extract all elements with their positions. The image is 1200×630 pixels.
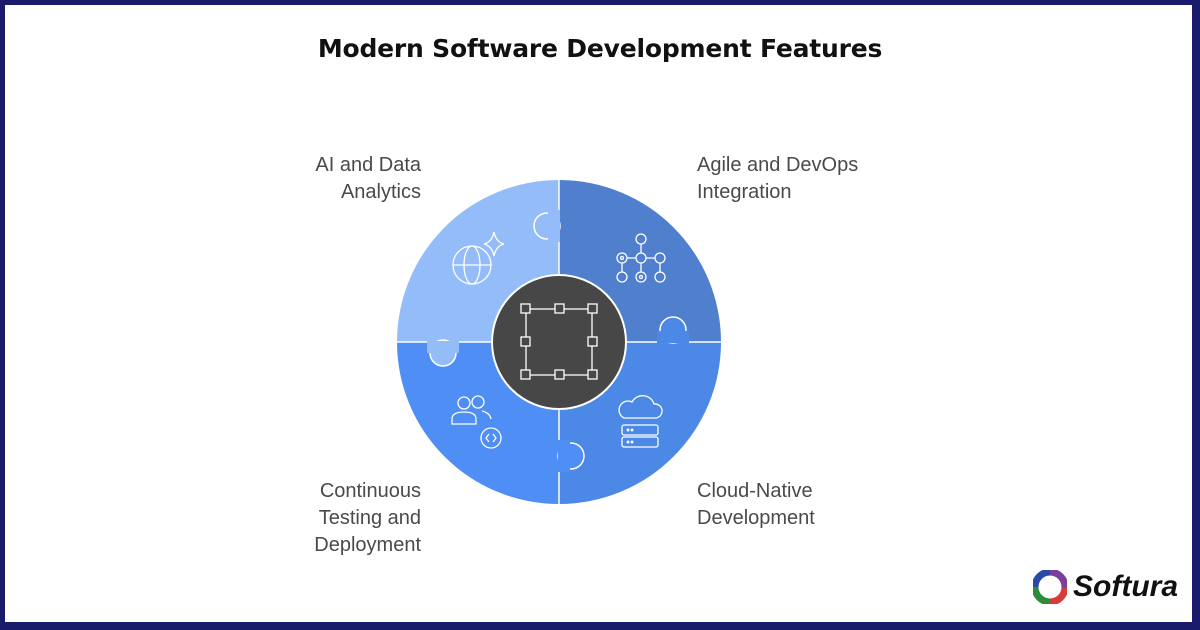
brand-logo: Softura — [1033, 570, 1178, 604]
label-cloud-native: Cloud-Native Development — [697, 480, 815, 529]
frame-selection-icon — [520, 303, 598, 380]
globe-sparkle-icon — [452, 231, 505, 285]
cloud-server-icon — [618, 395, 663, 448]
network-nodes-icon — [616, 233, 666, 283]
softura-swirl-icon — [1033, 570, 1067, 604]
brand-name: Softura — [1073, 570, 1178, 603]
label-agile-devops: Agile and DevOps Integration — [697, 154, 859, 203]
team-code-icon — [451, 395, 502, 449]
label-continuous-testing: Continuous Testing and Deployment — [314, 480, 421, 556]
label-ai-data: AI and Data Analytics — [315, 154, 421, 203]
page-title: Modern Software Development Features — [317, 34, 883, 63]
center-hub — [491, 274, 627, 410]
